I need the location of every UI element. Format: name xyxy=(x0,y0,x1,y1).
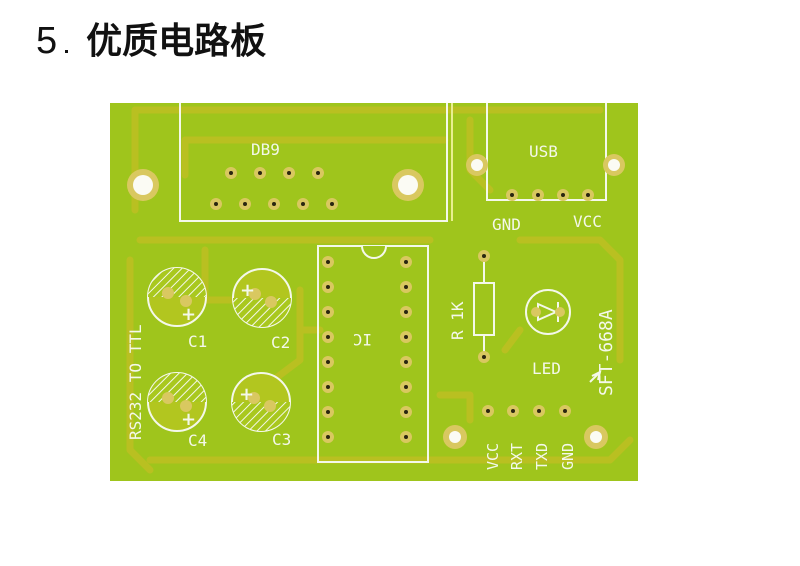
svg-text:+: + xyxy=(239,384,254,405)
label-usb: USB xyxy=(529,142,558,161)
db9-outline xyxy=(179,103,448,222)
header-pins xyxy=(482,405,571,417)
label-pin-vcc: VCC xyxy=(484,443,502,470)
copper-traces xyxy=(126,106,634,474)
capacitor-c1: + xyxy=(147,267,207,327)
section-number: 5 xyxy=(36,20,58,62)
label-c2: C2 xyxy=(271,333,290,352)
label-pin-txd: TXD xyxy=(533,443,551,470)
label-c3: C3 xyxy=(272,430,291,449)
label-resistor: R 1K xyxy=(448,301,467,340)
label-ic: IC xyxy=(353,330,372,349)
label-usb-vcc: VCC xyxy=(573,212,602,231)
capacitor-c3: + xyxy=(231,372,291,432)
label-pin-gnd: GND xyxy=(559,443,577,470)
label-rs232-to-ttl: RS232 TO TTL xyxy=(126,324,145,440)
label-usb-gnd: GND xyxy=(492,215,521,234)
usb-outline xyxy=(486,103,607,201)
label-c4: C4 xyxy=(188,431,207,450)
usb-pads xyxy=(506,189,594,201)
ic-footprint xyxy=(317,245,429,463)
section-title: 优质电路板 xyxy=(86,21,267,62)
mounting-holes xyxy=(127,154,625,449)
label-db9: DB9 xyxy=(251,140,280,159)
label-model: SFT-668A xyxy=(596,309,617,396)
label-pin-rxt: RXT xyxy=(508,443,526,470)
section-heading: 5 优质电路板 xyxy=(36,22,266,60)
svg-text:+: + xyxy=(240,280,255,301)
label-c1: C1 xyxy=(188,332,207,351)
resistor-footprint xyxy=(473,250,495,363)
arrow-mark-icon xyxy=(589,370,602,383)
led-footprint xyxy=(525,289,571,335)
capacitor-c4: + xyxy=(147,372,207,432)
label-led: LED xyxy=(532,359,561,378)
capacitor-c2: + xyxy=(232,268,292,328)
svg-text:+: + xyxy=(181,409,196,430)
svg-text:+: + xyxy=(181,304,196,325)
heading-dot xyxy=(65,50,69,53)
